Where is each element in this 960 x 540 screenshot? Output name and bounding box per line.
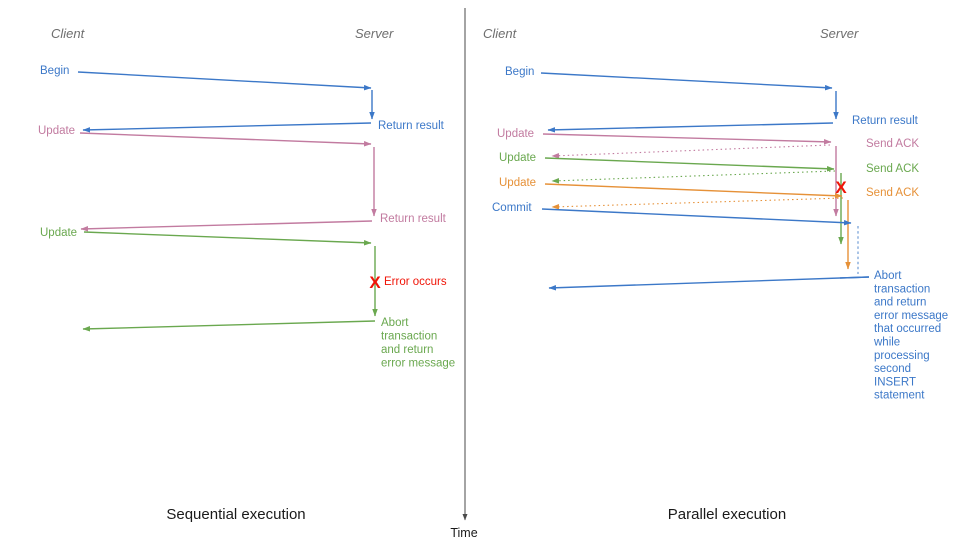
seq-return-result-1-arrow [82,122,372,133]
par-update-2-arrow [544,157,835,172]
par-ack-1-arrow [551,144,831,159]
par-caption: Parallel execution [668,506,786,523]
par-server-header: Server [820,26,859,41]
seq-begin-label: Begin [40,65,69,77]
seq-error-label: Error occurs [384,276,447,288]
seq-update-2-label: Update [40,227,77,239]
seq-update-1-label: Update [38,125,75,137]
par-error-x-icon: X [835,178,847,197]
par-ack-3-label: Send ACK [866,187,919,199]
time-axis-label: Time [450,526,477,540]
seq-abort-return-arrow [82,320,376,332]
seq-caption: Sequential execution [166,506,305,523]
par-ack-3-arrow [551,197,844,210]
par-commit-arrow [541,208,852,226]
par-update-3-label: Update [499,177,536,189]
seq-return-result-2-arrow [80,220,373,232]
par-ack-2-arrow [551,170,836,184]
seq-error-x-icon: X [369,273,381,292]
seq-server-header: Server [355,26,394,41]
seq-update-1-arrow [79,132,372,147]
par-update-1-label: Update [497,128,534,140]
par-ack-1-label: Send ACK [866,138,919,150]
par-abort-return-arrow [548,276,870,291]
seq-return-result-1-label: Return result [378,120,445,132]
seq-begin-arrow [77,71,372,91]
time-axis: Time [450,8,478,540]
par-client-header: Client [483,26,518,41]
par-update-2-label: Update [499,152,536,164]
par-ack-2-label: Send ACK [866,163,919,175]
seq-return-result-2-label: Return result [380,213,447,225]
par-begin-label: Begin [505,66,534,78]
par-return-result-arrow [547,122,834,133]
seq-update-2-arrow [83,231,372,246]
seq-client-header: Client [51,26,86,41]
par-return-result-label: Return result [852,115,919,127]
parallel-diagram: Client Server Begin Return result Update… [483,26,948,523]
par-update-1-arrow [542,133,832,145]
par-update-3-arrow [544,183,843,199]
par-begin-arrow [540,72,833,91]
sequential-diagram: Client Server Begin Return result Update… [38,26,455,523]
par-commit-label: Commit [492,202,532,214]
